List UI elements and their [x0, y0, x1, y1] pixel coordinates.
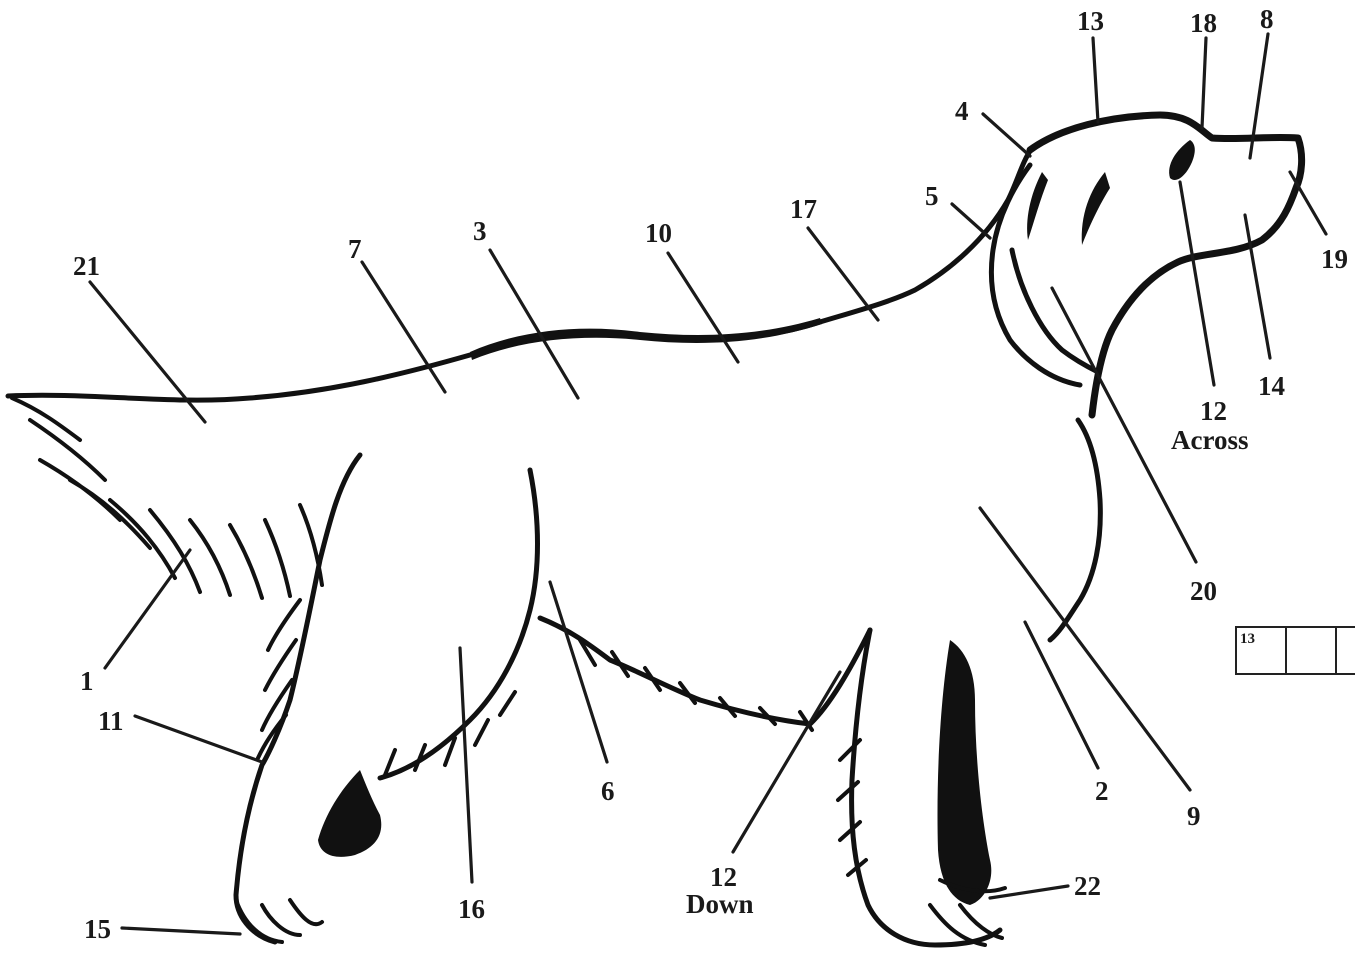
- leader-17: [808, 228, 878, 320]
- leader-lines: [90, 34, 1326, 934]
- leader-13: [1093, 38, 1098, 122]
- leader-10: [668, 253, 738, 362]
- leader-3: [490, 250, 578, 398]
- label-17: 17: [790, 194, 817, 224]
- grid-cell-2: [1286, 627, 1336, 674]
- dog-chest: [1050, 420, 1100, 640]
- label-19: 19: [1321, 244, 1348, 274]
- grid-cell-3: [1336, 627, 1355, 674]
- leader-9: [980, 508, 1190, 790]
- label-12-down: 12: [710, 862, 737, 892]
- label-13: 13: [1077, 6, 1104, 36]
- label-22: 22: [1074, 871, 1101, 901]
- label-8: 8: [1260, 4, 1274, 34]
- label-12-across: 12: [1200, 396, 1227, 426]
- leader-12d: [733, 672, 840, 852]
- label-16: 16: [458, 894, 485, 924]
- label-21: 21: [73, 251, 100, 281]
- leader-16: [460, 648, 472, 882]
- label-5: 5: [925, 181, 939, 211]
- label-7: 7: [348, 234, 362, 264]
- dog-eye: [1169, 140, 1195, 180]
- dog-far-front-leg: [938, 640, 992, 905]
- dog-rear-leg: [236, 455, 360, 942]
- label-11: 11: [98, 706, 124, 736]
- dog-topline: [8, 148, 1032, 400]
- label-4: 4: [955, 96, 969, 126]
- leader-15: [122, 928, 240, 934]
- dog-ear: [991, 165, 1098, 385]
- label-10: 10: [645, 218, 672, 248]
- label-12-down-sub: Down: [686, 889, 754, 919]
- dog-far-rear-paw: [318, 770, 381, 857]
- label-3: 3: [473, 216, 487, 246]
- dog-ear-shade: [1082, 172, 1110, 245]
- dog-belly-fringe: [580, 640, 812, 730]
- dog-rear-inner-leg: [380, 470, 538, 778]
- leader-18: [1202, 38, 1206, 128]
- dog-back-stroke: [470, 318, 822, 360]
- label-2: 2: [1095, 776, 1109, 806]
- dog-head-outline: [1030, 115, 1302, 415]
- crossword-grid-fragment: 13: [1236, 627, 1355, 674]
- leader-5: [952, 204, 990, 238]
- leader-6: [550, 582, 607, 762]
- dog-rear-inner-feather: [385, 692, 515, 775]
- number-labels: 1 2 3 4 5 6 7 8 9 10 11 12 Across 12 Dow…: [73, 4, 1348, 944]
- dog-front-paw: [930, 880, 1005, 945]
- label-20: 20: [1190, 576, 1217, 606]
- label-18: 18: [1190, 8, 1217, 38]
- leader-19: [1290, 172, 1326, 234]
- dog-ear-shade-2: [1027, 172, 1048, 240]
- label-12-across-sub: Across: [1171, 425, 1249, 455]
- label-15: 15: [84, 914, 111, 944]
- grid-cell-number: 13: [1240, 631, 1255, 647]
- label-9: 9: [1187, 801, 1201, 831]
- label-1: 1: [80, 666, 94, 696]
- leader-2: [1025, 622, 1098, 768]
- leader-4: [983, 114, 1030, 156]
- label-14: 14: [1258, 371, 1285, 401]
- dog-rear-paw: [236, 900, 322, 942]
- leader-11: [135, 716, 262, 762]
- leader-12a: [1180, 182, 1214, 385]
- label-6: 6: [601, 776, 615, 806]
- leader-1: [105, 550, 190, 668]
- dog-tail-feathering: [12, 398, 322, 598]
